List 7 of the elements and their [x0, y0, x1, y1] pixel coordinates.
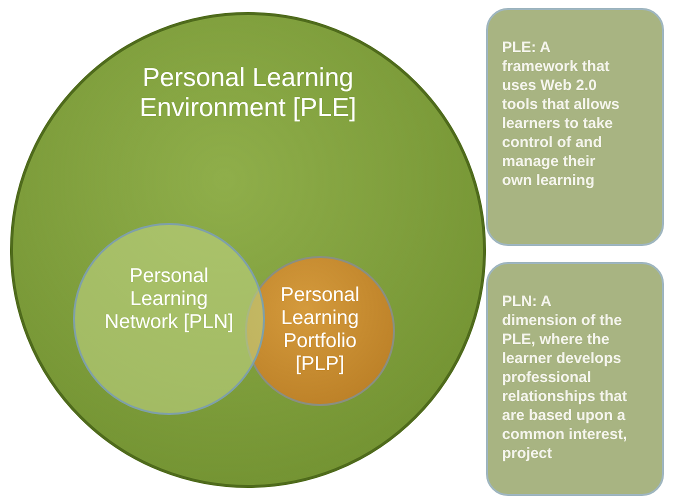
definition-text: PLE: A framework that uses Web 2.0 tools that allows learners to take control of and manage their own learning: [502, 38, 621, 190]
circle-title: Personal Learning Portfolio [PLP]: [280, 284, 360, 376]
circle-title: Personal Learning Network [PLN]: [104, 265, 234, 334]
definition-text: PLN: A dimension of the PLE, where the learner develops professional relationships that are based upon a common interest, project: [502, 292, 628, 463]
circle-title: Personal Learning Environment [PLE]: [138, 63, 358, 123]
definition-card: [486, 262, 664, 496]
definition-card: [486, 8, 664, 246]
